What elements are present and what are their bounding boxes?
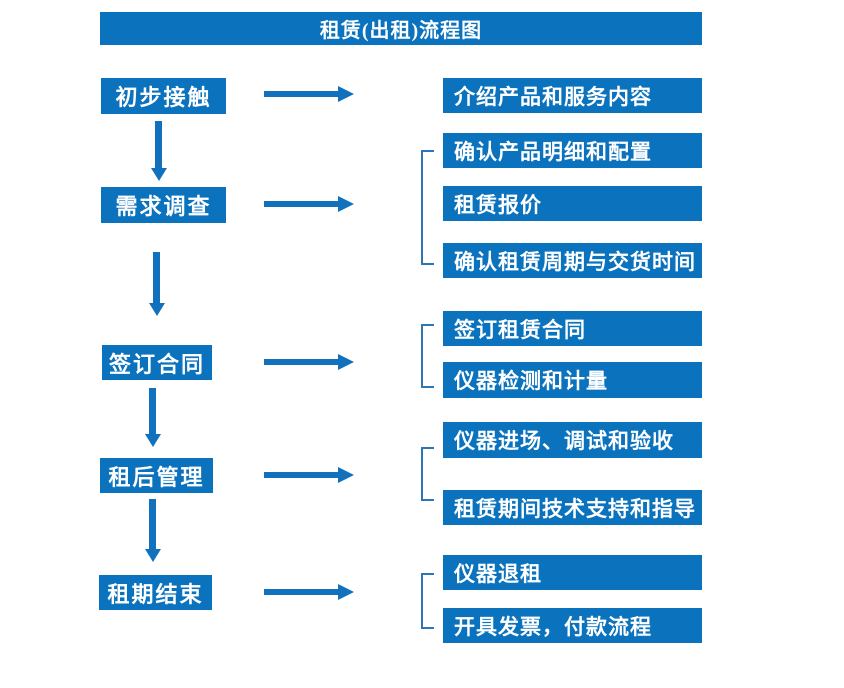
- target-box-confirm-product-details: 确认产品明细和配置: [443, 133, 702, 168]
- target-box-confirm-period-delivery: 确认租赁周期与交货时间: [443, 243, 702, 278]
- step-box-demand-survey: 需求调查: [101, 187, 226, 223]
- bracket-connector: [421, 447, 434, 501]
- step-box-initial-contact: 初步接触: [101, 78, 226, 114]
- target-box-instrument-return: 仪器退租: [443, 555, 702, 590]
- target-box-technical-support: 租赁期间技术支持和指导: [443, 490, 702, 525]
- step-box-rental-end: 租期结束: [99, 575, 212, 610]
- target-box-introduce-products: 介绍产品和服务内容: [443, 78, 702, 113]
- target-box-instrument-setup-acceptance: 仪器进场、调试和验收: [443, 422, 702, 458]
- arrow-right-icon: [264, 354, 354, 370]
- arrow-down-icon: [148, 252, 165, 316]
- arrow-down-icon: [144, 388, 161, 447]
- bracket-connector: [421, 324, 434, 388]
- flowchart-title: 租赁(出租)流程图: [100, 12, 702, 45]
- target-box-invoice-payment: 开具发票，付款流程: [443, 608, 702, 643]
- bracket-connector: [421, 573, 434, 629]
- arrow-down-icon: [144, 499, 161, 562]
- step-box-post-rental-management: 租后管理: [100, 458, 213, 493]
- target-box-sign-rental-contract: 签订租赁合同: [443, 311, 702, 346]
- bracket-connector: [421, 150, 434, 265]
- arrow-right-icon: [264, 86, 354, 102]
- arrow-down-icon: [150, 121, 167, 181]
- arrow-right-icon: [264, 467, 354, 483]
- arrow-right-icon: [264, 584, 354, 600]
- target-box-instrument-testing: 仪器检测和计量: [443, 362, 702, 398]
- target-box-rental-quote: 租赁报价: [443, 186, 702, 221]
- arrow-right-icon: [264, 196, 354, 212]
- step-box-sign-contract: 签订合同: [102, 345, 212, 380]
